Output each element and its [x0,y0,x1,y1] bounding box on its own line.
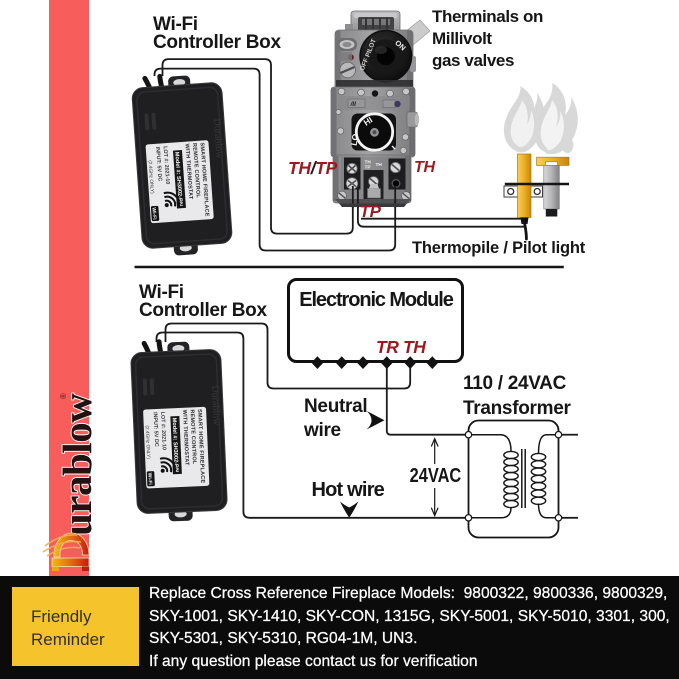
svg-text:/II: /II [350,101,357,108]
svg-text:TP: TP [365,165,372,171]
svg-text:LO: LO [349,133,361,147]
svg-text:®: ® [59,393,68,399]
svg-text:urablow: urablow [54,393,98,536]
svg-text:TH: TH [365,160,372,166]
svg-text:TH: TH [376,162,383,168]
